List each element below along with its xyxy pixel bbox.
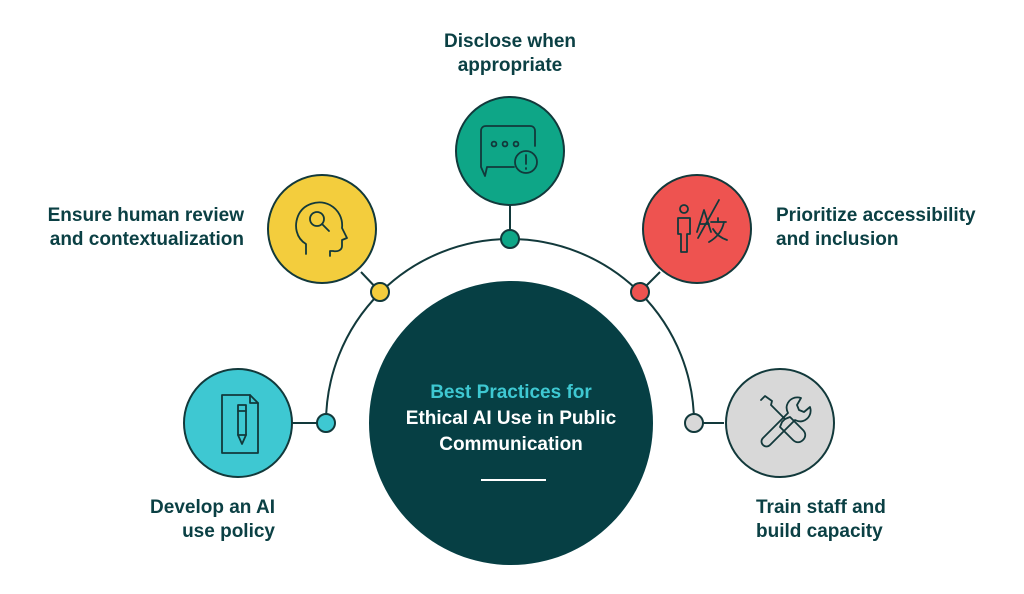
practice-training [684, 368, 835, 478]
label-accessibility-line1: Prioritize accessibility [776, 205, 976, 226]
practice-review [267, 174, 390, 302]
label-disclose: Disclose when appropriate [410, 30, 610, 78]
practice-review-node [370, 282, 390, 302]
practice-accessibility [630, 174, 752, 302]
practice-policy-node [316, 413, 336, 433]
practice-review-circle [267, 174, 377, 284]
label-review-line1: Ensure human review [47, 205, 244, 226]
label-training: Train staff and build capacity [756, 496, 886, 544]
practice-training-node [684, 413, 704, 433]
label-review: Ensure human review and contextualizatio… [48, 204, 244, 252]
practice-accessibility-node [630, 282, 650, 302]
label-accessibility-line2: and inclusion [776, 229, 899, 250]
label-policy-line1: Develop an AI [150, 497, 275, 518]
label-training-line2: build capacity [756, 521, 883, 542]
center-title: Best Practices for Ethical AI Use in Pub… [370, 380, 652, 458]
center-title-line1: Best Practices for [430, 382, 592, 403]
person-translate-icon [677, 199, 728, 253]
label-policy-line2: use policy [182, 521, 275, 542]
practice-disclose-node [500, 229, 520, 249]
label-training-line1: Train staff and [756, 497, 886, 518]
center-title-line2: Ethical AI Use in Public [405, 408, 617, 429]
label-disclose-line1: Disclose when [444, 31, 576, 52]
center-circle [369, 281, 653, 565]
practice-policy [183, 368, 336, 478]
practice-disclose-circle [455, 96, 565, 206]
wrench-screwdriver-icon [760, 395, 812, 448]
label-accessibility: Prioritize accessibility and inclusion [776, 204, 976, 252]
chat-alert-icon [480, 125, 538, 177]
practice-disclose [455, 96, 565, 249]
label-policy: Develop an AI use policy [150, 496, 275, 544]
label-disclose-line2: appropriate [457, 55, 563, 76]
head-magnifier-icon [295, 201, 348, 257]
practice-training-circle [725, 368, 835, 478]
document-pencil-icon [221, 394, 259, 454]
label-review-line2: and contextualization [49, 229, 244, 250]
practice-accessibility-circle [642, 174, 752, 284]
center-title-line3: Communication [439, 434, 583, 455]
